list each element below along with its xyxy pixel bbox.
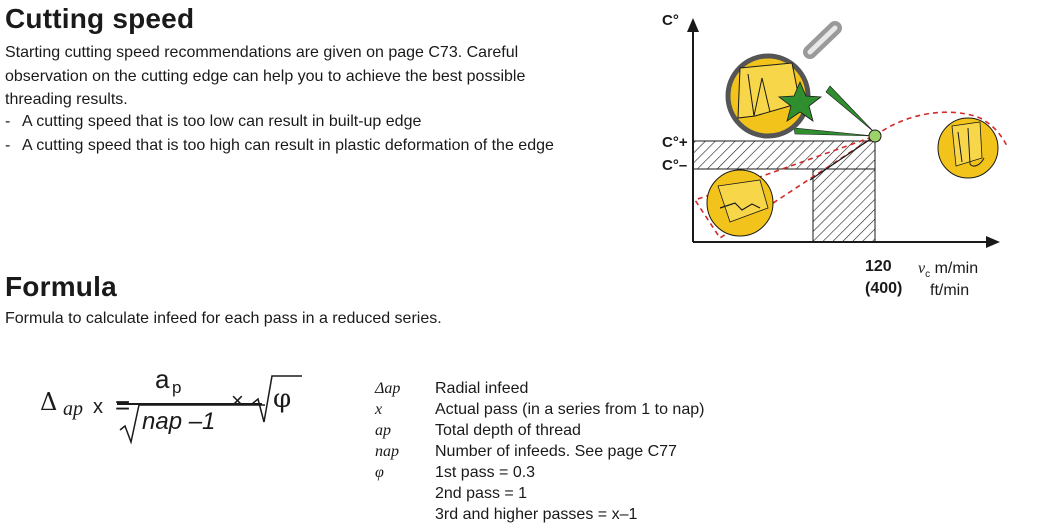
bullet-text: A cutting speed that is too high can res… (22, 136, 554, 154)
x-axis-arrow (986, 236, 1000, 248)
y-axis-arrow (687, 18, 699, 32)
legend-symbol: φ (375, 464, 384, 481)
magnifier-insert (737, 62, 801, 119)
cone-lower-red (693, 135, 876, 240)
green-ray-2 (793, 127, 875, 137)
legend-text: Radial infeed (435, 380, 529, 397)
legend-symbol: Δap (375, 380, 401, 397)
bullet-text: A cutting speed that is too low can resu… (22, 113, 422, 130)
x-unit-imperial-label: ft/min (930, 282, 970, 299)
bullet-item: -A cutting speed that is too high can re… (5, 134, 565, 158)
hatched-block-right (812, 168, 876, 243)
bullet-marker: - (5, 136, 11, 154)
cutting-speed-diagram: C° C°+ C°– 120 (400) vc m/min ft/min (650, 8, 1020, 308)
formula-numerator-p: p (172, 378, 182, 397)
magnifier-edge-detail (747, 73, 771, 117)
formula-delta: Δ (40, 388, 58, 416)
y-axis-label: C° (662, 12, 679, 29)
operating-line (809, 135, 876, 181)
section-title-cutting-speed: Cutting speed (5, 3, 195, 34)
built-up-edge-detail (719, 202, 761, 211)
legend-text: 1st pass = 0.3 (435, 464, 536, 481)
lower-temperature-label: C°– (662, 157, 688, 174)
x-value-metric: 120 (865, 258, 892, 275)
legend-text: Total depth of thread (435, 422, 581, 439)
legend-text: Number of infeeds. See page C77 (435, 443, 677, 460)
plastic-deformation-detail (957, 127, 985, 167)
cutting-speed-intro: Starting cutting speed recommendations a… (5, 44, 526, 108)
green-star (777, 80, 823, 122)
cutting-speed-bullets: -A cutting speed that is too low can res… (5, 110, 565, 157)
x-unit-metric-label: vc m/min (918, 260, 979, 281)
formula-phi: φ (273, 384, 292, 414)
x-value-imperial: (400) (865, 280, 903, 297)
operating-point (868, 129, 882, 143)
formula-delta-subscript: ap (63, 398, 83, 420)
radical-sign-phi (251, 375, 302, 423)
fraction-bar (117, 403, 262, 405)
plastic-deformation-insert (951, 121, 983, 167)
bullet-marker: - (5, 113, 11, 130)
section-title-formula: Formula (5, 271, 117, 302)
bullet-item: -A cutting speed that is too low can res… (5, 110, 565, 134)
legend-text: Actual pass (in a series from 1 to nap) (435, 401, 705, 418)
formula-pass-x: x (93, 396, 103, 418)
magnifier-handle-shine (807, 25, 838, 55)
legend-symbol: x (375, 401, 383, 418)
diagram-graphic (687, 18, 1009, 248)
upper-temperature-label: C°+ (662, 134, 688, 151)
legend-symbol: nap (375, 443, 399, 460)
built-up-edge-insert (717, 179, 769, 223)
legend-symbol: ap (375, 422, 391, 439)
curve-upper-red (874, 111, 1009, 149)
formula-times: × (231, 388, 244, 413)
formula-numerator-a: a (155, 364, 170, 394)
radical-signs (119, 375, 302, 445)
formula-intro: Formula to calculate infeed for each pas… (5, 310, 442, 327)
formula-denominator: nap –1 (142, 408, 216, 435)
legend-text: 3rd and higher passes = x–1 (435, 506, 638, 523)
legend-text: 2nd pass = 1 (435, 485, 528, 502)
green-ray-1 (825, 85, 875, 133)
formula-equals: = (115, 390, 131, 420)
radical-sign-denominator (119, 404, 265, 445)
infeed-formula: Δ ap x = a p nap –1 × φ (30, 360, 330, 460)
